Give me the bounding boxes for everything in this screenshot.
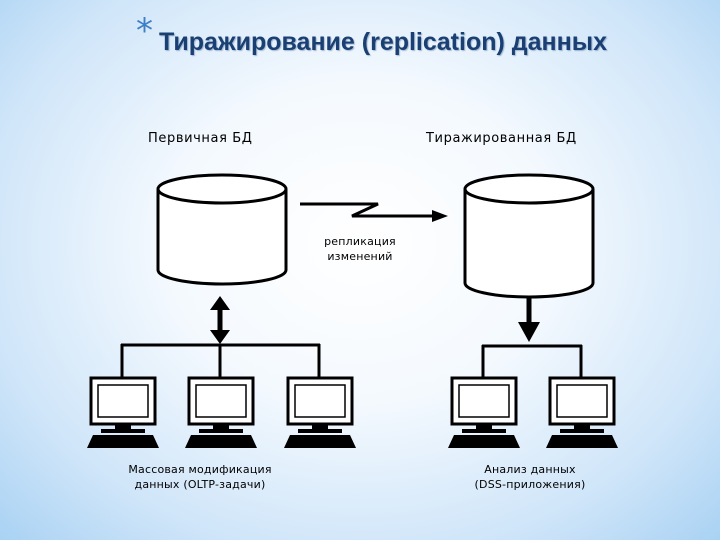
primary-network-bus	[120, 343, 321, 378]
replica-db-cylinder-icon	[463, 173, 595, 299]
replication-arrow-icon	[300, 202, 448, 222]
primary-caption-line1: Массовая модификация	[128, 463, 272, 476]
replica-caption-line2: (DSS-приложения)	[474, 478, 586, 491]
dss-workstation-1-icon	[446, 376, 522, 450]
replica-caption-line1: Анализ данных	[484, 463, 576, 476]
oltp-workstation-1-icon	[85, 376, 161, 450]
primary-db-cylinder-icon	[156, 173, 288, 286]
slide-title: * Тиражирование (replication) данных	[136, 14, 607, 58]
dss-workstation-2-icon	[544, 376, 620, 450]
replication-label: репликация изменений	[310, 234, 410, 264]
primary-bidirectional-arrow-icon	[210, 296, 230, 344]
oltp-workstation-2-icon	[183, 376, 259, 450]
replica-caption: Анализ данных (DSS-приложения)	[450, 462, 610, 492]
title-text: Тиражирование (replication) данных	[159, 28, 607, 56]
replica-down-arrow-icon	[518, 296, 540, 342]
primary-caption: Массовая модификация данных (OLTP-задачи…	[110, 462, 290, 492]
replication-label-line2: изменений	[327, 250, 393, 263]
replica-db-title: Тиражированная БД	[426, 131, 577, 146]
primary-db-title: Первичная БД	[148, 131, 253, 146]
replica-network-bus	[481, 344, 583, 378]
oltp-workstation-3-icon	[282, 376, 358, 450]
title-bullet: *	[136, 11, 153, 51]
replication-label-line1: репликация	[324, 235, 396, 248]
primary-caption-line2: данных (OLTP-задачи)	[134, 478, 266, 491]
